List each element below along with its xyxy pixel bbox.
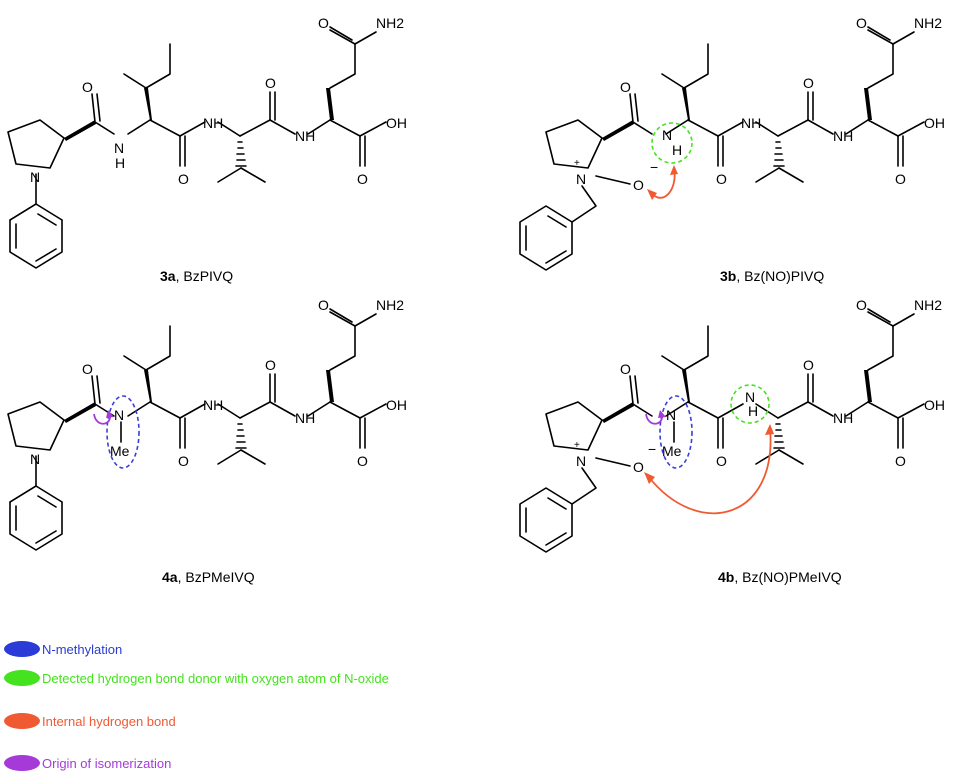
legend-item-isomerization: Origin of isomerization: [4, 755, 171, 771]
legend-item-hbond-donor: Detected hydrogen bond donor with oxygen…: [4, 670, 389, 686]
atom-label: NH: [833, 128, 853, 144]
atom-label: NH: [295, 128, 315, 144]
atom-label: NH: [833, 410, 853, 426]
hbond-donor-highlight: [730, 384, 770, 424]
charge-plus: +: [574, 158, 580, 169]
atom-label: OH: [386, 115, 407, 131]
atom-label: NH2: [914, 297, 942, 313]
atom-label: O: [620, 361, 631, 377]
atom-label: O: [357, 171, 368, 187]
atom-label: O: [265, 357, 276, 373]
atom-label: NH: [203, 397, 223, 413]
legend-label: Origin of isomerization: [42, 756, 171, 771]
atom-label: O: [716, 171, 727, 187]
legend-label: N-methylation: [42, 642, 122, 657]
atom-label: N: [666, 407, 676, 423]
molecule-3b: N + O O N H − O NH O NH O NH2 OH O: [519, 15, 945, 271]
charge-plus: +: [574, 440, 580, 451]
atom-label: H: [672, 142, 682, 158]
legend-label: Detected hydrogen bond donor with oxygen…: [42, 671, 389, 686]
atom-label: O: [318, 15, 329, 31]
atom-label: O: [895, 453, 906, 469]
legend-label: Internal hydrogen bond: [42, 714, 176, 729]
legend-item-internal-hbond: Internal hydrogen bond: [4, 713, 176, 729]
atom-label: N: [662, 127, 672, 143]
svg-text:4a, BzPMeIVQ: 4a, BzPMeIVQ: [162, 569, 255, 585]
atom-label: O: [856, 297, 867, 313]
legend: N-methylation Detected hydrogen bond don…: [4, 641, 389, 771]
molecule-4b: N + O O N Me − O N H O NH O NH2 OH O: [519, 297, 945, 553]
hbond-donor-highlight: [651, 122, 693, 164]
compound-name: BzPIVQ: [183, 268, 233, 284]
atom-label: Me: [662, 443, 682, 459]
charge-minus: −: [650, 159, 658, 175]
atom-label: NH: [741, 115, 761, 131]
atom-label: O: [803, 75, 814, 91]
legend-item-n-methylation: N-methylation: [4, 641, 122, 657]
legend-swatch: [4, 670, 40, 686]
charge-minus: −: [648, 441, 656, 457]
atom-label: O: [620, 79, 631, 95]
atom-label: Me: [110, 443, 130, 459]
atom-label: O: [178, 453, 189, 469]
atom-label: O: [82, 79, 93, 95]
atom-label: OH: [924, 115, 945, 131]
atom-label: NH2: [914, 15, 942, 31]
atom-label: O: [895, 171, 906, 187]
legend-swatch: [4, 713, 40, 729]
atom-label: O: [82, 361, 93, 377]
atom-label: N: [576, 171, 586, 187]
svg-text:3a, BzPIVQ: 3a, BzPIVQ: [160, 268, 233, 284]
compound-name: BzPMeIVQ: [185, 569, 254, 585]
molecule-3a: O N H O NH O NH O NH2 OH O N: [7, 15, 407, 269]
svg-text:3b, Bz(NO)PIVQ: 3b, Bz(NO)PIVQ: [720, 268, 824, 284]
caption-4a: 4a, BzPMeIVQ: [162, 569, 255, 585]
internal-hbond-arrow: [647, 427, 772, 515]
atom-label: NH: [295, 410, 315, 426]
legend-swatch: [4, 641, 40, 657]
atom-label: NH2: [376, 15, 404, 31]
atom-label: O: [633, 177, 644, 193]
caption-3a: 3a, BzPIVQ: [160, 268, 233, 284]
molecule-4a: O N Me O NH O NH O NH2 OH O N: [7, 297, 407, 551]
atom-label: O: [856, 15, 867, 31]
atom-label: N: [576, 453, 586, 469]
compound-id: 3b: [720, 268, 736, 284]
atom-label: N: [30, 451, 40, 467]
atom-label: N: [745, 389, 755, 405]
atom-label: N: [114, 140, 124, 156]
atom-label: N: [30, 169, 40, 185]
atom-label: OH: [386, 397, 407, 413]
compound-id: 4a: [162, 569, 178, 585]
atom-label: O: [318, 297, 329, 313]
atom-label: O: [803, 357, 814, 373]
atom-label: O: [357, 453, 368, 469]
n-methylation-highlight: [659, 395, 693, 469]
compound-id: 3a: [160, 268, 176, 284]
atom-label: NH2: [376, 297, 404, 313]
atom-label: H: [115, 155, 125, 171]
atom-label: NH: [203, 115, 223, 131]
atom-label: O: [178, 171, 189, 187]
compound-name: Bz(NO)PIVQ: [744, 268, 824, 284]
caption-3b: 3b, Bz(NO)PIVQ: [720, 268, 824, 284]
compound-id: 4b: [718, 569, 734, 585]
atom-label: O: [716, 453, 727, 469]
compound-name: Bz(NO)PMeIVQ: [742, 569, 842, 585]
atom-label: O: [265, 75, 276, 91]
svg-text:4b, Bz(NO)PMeIVQ: 4b, Bz(NO)PMeIVQ: [718, 569, 842, 585]
caption-4b: 4b, Bz(NO)PMeIVQ: [718, 569, 842, 585]
atom-label: O: [633, 459, 644, 475]
n-methylation-highlight: [106, 395, 140, 469]
atom-label: N: [114, 407, 124, 423]
atom-label: H: [748, 403, 758, 419]
atom-label: OH: [924, 397, 945, 413]
legend-swatch: [4, 755, 40, 771]
